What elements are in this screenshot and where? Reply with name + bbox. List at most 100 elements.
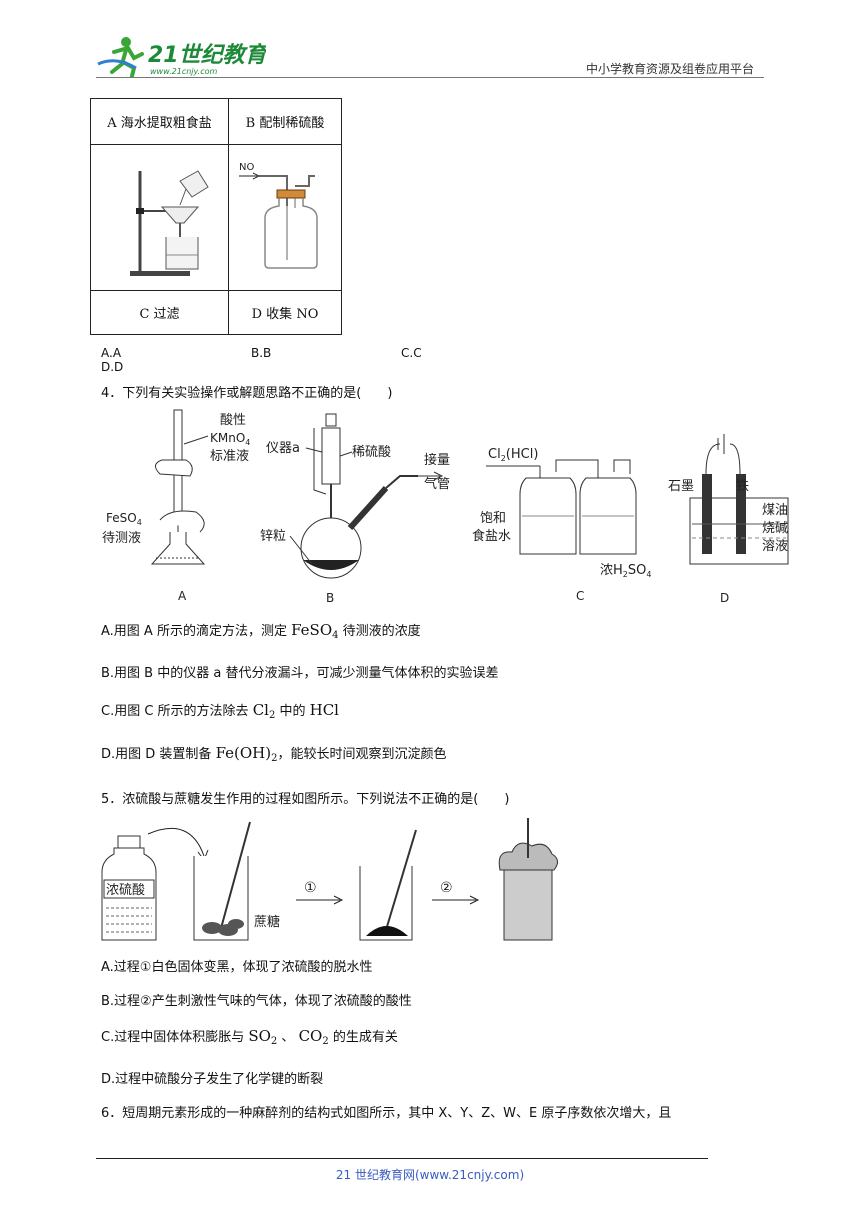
svg-text:浓H2SO4: 浓H2SO4 xyxy=(600,563,651,579)
a-sample-sub: 4 xyxy=(137,518,142,527)
gas-collection-diagram: NO xyxy=(228,144,342,291)
q3-option-table: A 海水提取粗食盐 B 配制稀硫酸 NO xyxy=(90,98,342,335)
d-graphite-label: 石墨 xyxy=(668,479,694,494)
q4-a-formula-sub: 4 xyxy=(332,630,339,641)
q4-c-formula: Cl xyxy=(252,701,269,719)
a-reagent-line3: 标准液 xyxy=(210,449,249,464)
fig-label-a: A xyxy=(178,589,187,603)
footer-divider xyxy=(96,1158,708,1159)
q5-c-text-end: 的生成有关 xyxy=(328,1030,398,1045)
site-logo: 21世纪教育 www.21cnjy.com xyxy=(96,34,271,78)
b-connect-line2: 气管 xyxy=(424,476,450,492)
c-gas-label: Cl xyxy=(488,447,501,462)
step1-label: ① xyxy=(304,880,317,896)
q4-d-text: D.用图 D 装置制备 xyxy=(101,747,216,762)
q4-figure: 酸性 KMnO4 标准液 FeSO4 待测液 A 仪器a 稀硫酸 锌粒 xyxy=(100,404,800,610)
q5-c-formula2: CO xyxy=(298,1027,323,1045)
titration-apparatus: 酸性 KMnO4 标准液 FeSO4 待测液 A xyxy=(102,409,250,603)
bottle-label: 浓硫酸 xyxy=(106,883,145,898)
c-bottle1-line2: 食盐水 xyxy=(472,528,511,544)
a-reagent-sub: 4 xyxy=(245,438,250,447)
c-bottle2-sub2: 4 xyxy=(646,570,651,579)
beaker-blackened xyxy=(359,829,417,941)
a-sample-line1: FeSO xyxy=(106,511,137,525)
svg-text:酸性: 酸性 xyxy=(220,413,246,428)
cell-d-label: D 收集 NO xyxy=(228,290,342,335)
q3-option-b[interactable]: B.B xyxy=(251,346,272,360)
sugar-label: 蔗糖 xyxy=(254,914,280,930)
q5-option-a[interactable]: A.过程①白色固体变黑，体现了浓硫酸的脱水性 xyxy=(101,960,373,975)
logo-text: 21世纪教育 xyxy=(148,42,266,68)
svg-text:KMnO4: KMnO4 xyxy=(210,431,250,447)
q5-c-formula2-sub: 2 xyxy=(322,1036,329,1047)
q4-c-text: C.用图 C 所示的方法除去 xyxy=(101,704,253,719)
q4-d-text-end: ，能较长时间观察到沉淀颜色 xyxy=(277,747,447,762)
c-bottle2-rest: SO xyxy=(628,563,646,578)
q5-figure: 浓硫酸 蔗糖 ① ② xyxy=(100,812,560,946)
b-zinc-label: 锌粒 xyxy=(260,529,286,544)
b-instrument-label: 仪器a xyxy=(266,441,300,456)
q4-c-formula2: HCl xyxy=(309,701,339,719)
c-gas-rest: (HCl) xyxy=(506,447,539,462)
q5-option-c[interactable]: C.过程中固体体积膨胀与 SO2 、 CO2 的生成有关 xyxy=(101,1026,398,1047)
q5-c-text-mid: 、 xyxy=(277,1030,299,1045)
q4-a-text-end: 待测液的浓度 xyxy=(338,624,421,639)
gas-generation-apparatus: 仪器a 稀硫酸 锌粒 接量 气管 B xyxy=(260,413,450,605)
d-naoh-line2: 溶液 xyxy=(762,539,788,554)
q3-option-d[interactable]: D.D xyxy=(101,360,124,374)
q6-stem: 6．短周期元素形成的一种麻醉剂的结构式如图所示，其中 X、Y、Z、W、E 原子序… xyxy=(101,1106,672,1121)
q5-c-formula1-sub: 2 xyxy=(270,1036,278,1047)
a-reagent-line2: KMnO xyxy=(210,431,245,445)
q4-option-a[interactable]: A.用图 A 所示的滴定方法，测定 FeSO4 待测液的浓度 xyxy=(101,620,421,641)
filtration-diagram xyxy=(90,144,229,291)
q4-a-text: A.用图 A 所示的滴定方法，测定 xyxy=(101,624,292,639)
q4-stem: 4．下列有关实验操作或解题思路不正确的是( ) xyxy=(101,386,393,401)
q5-stem: 5．浓硫酸与蔗糖发生作用的过程如图所示。下列说法不正确的是( ) xyxy=(101,792,510,807)
q3-answer-options: A.A B.B C.C D.D xyxy=(101,346,641,374)
c-bottle1-line1: 饱和 xyxy=(480,511,506,526)
c-bottle2-label: 浓H xyxy=(600,563,623,578)
b-acid-label: 稀硫酸 xyxy=(352,445,391,460)
q4-c-text-mid: 中的 xyxy=(275,704,310,719)
d-naoh-line1: 烧碱 xyxy=(762,521,788,536)
c-gas-sub: 2 xyxy=(501,454,506,463)
platform-text: 中小学教育资源及组卷应用平台 xyxy=(585,62,754,76)
acid-bottle: 浓硫酸 xyxy=(101,835,157,941)
gas-washing-apparatus: Cl2(HCl) 饱和 食盐水 浓H2SO4 C xyxy=(472,447,651,603)
no-gas-label: NO xyxy=(239,162,254,173)
q4-d-formula: Fe(OH) xyxy=(215,744,272,762)
q4-d-formula-sub: 2 xyxy=(271,753,278,764)
q4-option-d[interactable]: D.用图 D 装置制备 Fe(OH)2，能较长时间观察到沉淀颜色 xyxy=(101,743,447,764)
header-divider xyxy=(96,77,764,78)
fig-label-d: D xyxy=(720,591,729,605)
q4-a-formula: FeSO xyxy=(291,621,333,639)
beaker-sugar: 蔗糖 xyxy=(193,821,280,941)
cell-a-label: A 海水提取粗食盐 xyxy=(90,98,229,145)
b-connect-line1: 接量 xyxy=(424,452,450,468)
q4-c-formula-sub: 2 xyxy=(268,710,276,721)
a-sample-line2: 待测液 xyxy=(102,531,141,546)
c-bottle2-sub: 2 xyxy=(623,570,628,579)
q4-option-b[interactable]: B.用图 B 中的仪器 a 替代分液漏斗，可减少测量气体体积的实验误差 xyxy=(101,666,499,681)
fig-label-b: B xyxy=(326,591,334,605)
q5-option-b[interactable]: B.过程②产生刺激性气味的气体，体现了浓硫酸的酸性 xyxy=(101,994,412,1009)
svg-text:FeSO4: FeSO4 xyxy=(106,511,142,527)
svg-text:Cl2(HCl): Cl2(HCl) xyxy=(488,447,538,463)
electrolysis-apparatus: 石墨 铁 煤油 烧碱 溶液 D xyxy=(668,434,789,605)
q5-option-d[interactable]: D.过程中硫酸分子发生了化学键的断裂 xyxy=(101,1072,324,1087)
cell-c-label: C 过滤 xyxy=(90,290,229,335)
d-iron-label: 铁 xyxy=(736,479,749,494)
footer-text[interactable]: 21 世纪教育网(www.21cnjy.com) xyxy=(335,1168,525,1182)
q4-option-c[interactable]: C.用图 C 所示的方法除去 Cl2 中的 HCl xyxy=(101,700,339,721)
beaker-expanded xyxy=(498,818,558,941)
q3-option-c[interactable]: C.C xyxy=(401,346,422,360)
q5-c-text: C.过程中固体体积膨胀与 xyxy=(101,1030,249,1045)
q3-option-a[interactable]: A.A xyxy=(101,346,122,360)
d-kerosene-label: 煤油 xyxy=(762,503,788,518)
logo-url: www.21cnjy.com xyxy=(150,67,217,76)
step2-label: ② xyxy=(440,880,453,896)
fig-label-c: C xyxy=(576,589,584,603)
runner-icon xyxy=(97,37,144,78)
q5-c-formula1: SO xyxy=(248,1027,271,1045)
a-reagent-line1: 酸性 xyxy=(220,413,246,428)
